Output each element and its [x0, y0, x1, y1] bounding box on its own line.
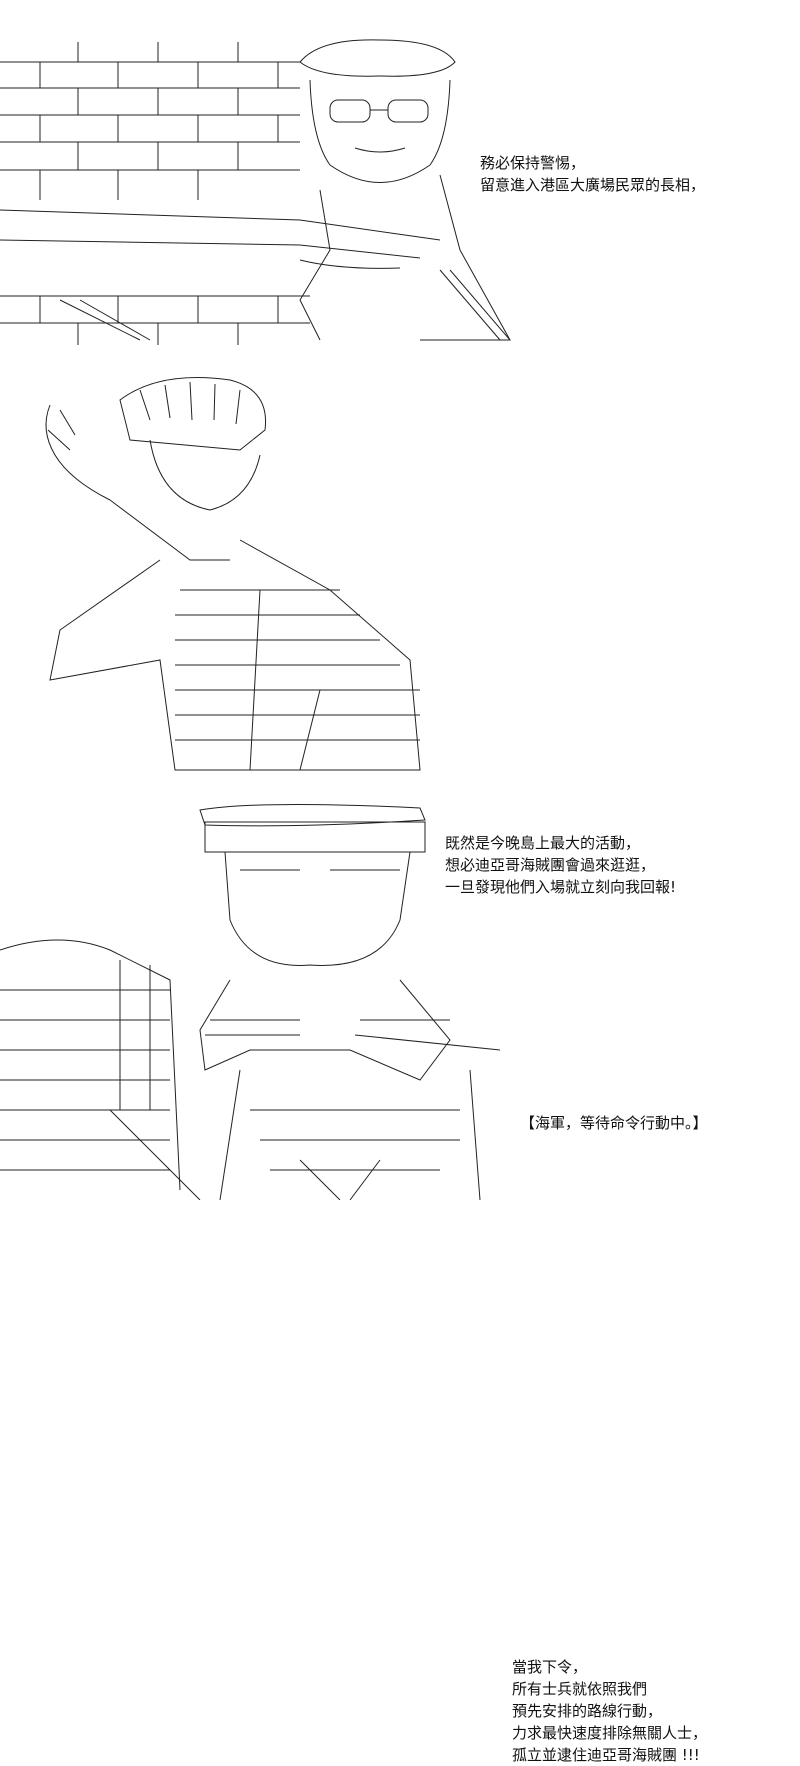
dialogue-caption: 既然是今晚島上最大的活動， 想必迪亞哥海賊團會過來逛逛， 一旦發現他們入場就立刻…	[445, 832, 676, 898]
dialogue-line: 既然是今晚島上最大的活動，	[445, 834, 641, 852]
dialogue-line: 力求最快速度排除無關人士，	[512, 1724, 708, 1742]
dialogue-line: 務必保持警惕，	[480, 154, 586, 172]
dialogue-line: 當我下令，	[512, 1658, 588, 1676]
panel-officer-at-wall: 務必保持警惕， 留意進入港區大廣場民眾的長相，	[0, 0, 800, 360]
dialogue-line: 預先安排的路線行動，	[512, 1702, 663, 1720]
panel-officer-arms-crossed: 當我下令， 所有士兵就依照我們 預先安排的路線行動， 力求最快速度排除無關人士，…	[0, 780, 800, 1764]
dialogue-caption: 務必保持警惕， 留意進入港區大廣場民眾的長相，	[480, 152, 705, 196]
dialogue-line: 孤立並逮住迪亞哥海賊團 !!!	[512, 1746, 700, 1764]
panel-officer-pointing: 既然是今晚島上最大的活動， 想必迪亞哥海賊團會過來逛逛， 一旦發現他們入場就立刻…	[0, 360, 800, 896]
dialogue-line: 一旦發現他們入場就立刻向我回報!	[445, 878, 677, 896]
dialogue-line: 所有士兵就依照我們	[512, 1680, 648, 1698]
dialogue-caption: 當我下令， 所有士兵就依照我們 預先安排的路線行動， 力求最快速度排除無關人士，…	[512, 1656, 707, 1766]
narration-note: 【海軍，等待命令行動中。】	[520, 1114, 708, 1132]
ascii-art-officer-pointing	[45, 377, 421, 771]
dialogue-line: 留意進入港區大廣場民眾的長相，	[480, 176, 706, 194]
dialogue-line: 想必迪亞哥海賊團會過來逛逛，	[445, 856, 656, 874]
ascii-art-officer-wall	[0, 39, 511, 345]
ascii-art-officer-arms-crossed	[0, 803, 501, 1200]
